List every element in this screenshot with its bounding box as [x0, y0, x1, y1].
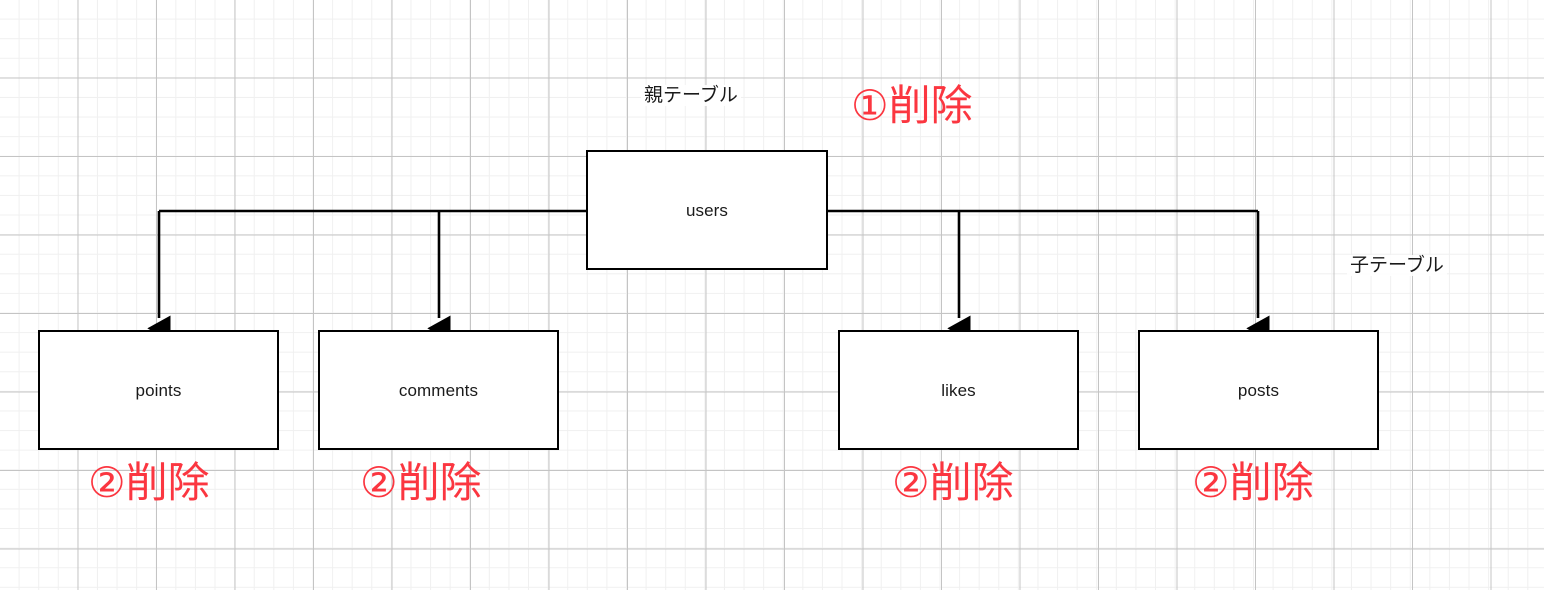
parent-table-label: 親テーブル: [641, 85, 741, 106]
table-node-comments[interactable]: comments: [318, 330, 559, 450]
delete-step-2-comments-annotation: ②削除: [360, 459, 482, 506]
child-table-label: 子テーブル: [1347, 255, 1447, 276]
table-node-label: points: [135, 380, 182, 400]
table-node-label: users: [685, 200, 729, 220]
delete-step-2-likes-annotation: ②削除: [892, 459, 1014, 506]
table-node-label: comments: [398, 380, 479, 400]
table-node-points[interactable]: points: [38, 330, 279, 450]
connector-users-to-right-children: [828, 209, 1270, 342]
delete-step-1-annotation: ①削除: [851, 82, 973, 129]
connector-users-to-left-children: [147, 209, 586, 342]
delete-step-2-points-annotation: ②削除: [88, 459, 210, 506]
table-node-label: likes: [941, 380, 976, 400]
table-node-posts[interactable]: posts: [1138, 330, 1379, 450]
table-node-label: posts: [1237, 380, 1280, 400]
delete-step-2-posts-annotation: ②削除: [1192, 459, 1314, 506]
table-node-likes[interactable]: likes: [838, 330, 1079, 450]
table-node-users[interactable]: users: [586, 150, 828, 270]
